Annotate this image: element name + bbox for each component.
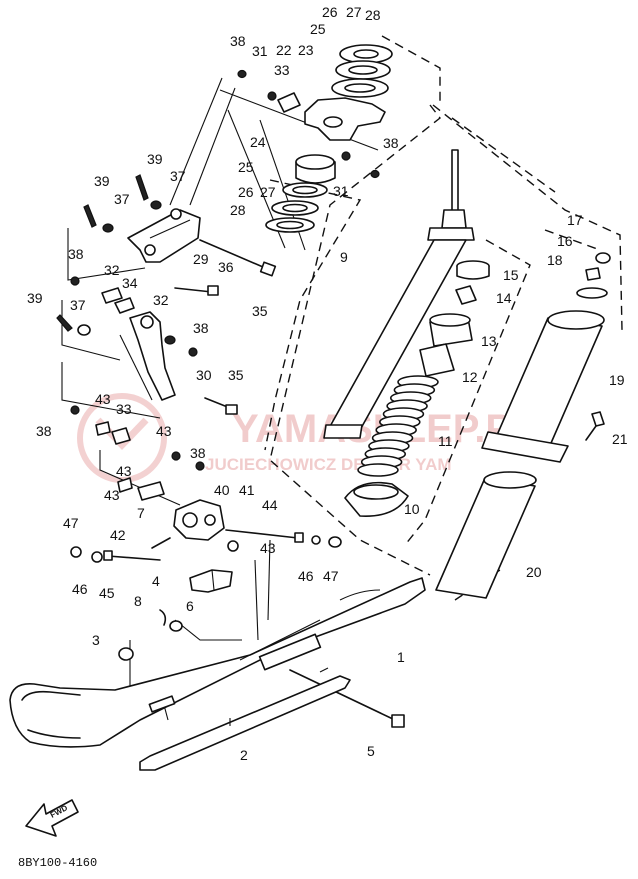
callout-43-bushing: 43 [260, 540, 276, 556]
callout-11-spring: 11 [438, 433, 453, 449]
callout-4-damper-pad: 4 [152, 573, 160, 589]
guide-lines [61, 35, 623, 721]
callout-43-bushing: 43 [104, 487, 120, 503]
callout-37-nut: 37 [70, 297, 86, 313]
callout-26-bearing: 26 [322, 4, 338, 20]
spring-coils [357, 375, 439, 477]
callout-31-bushing: 31 [333, 183, 349, 199]
callout-38-grease-nipple: 38 [36, 423, 52, 439]
callout-30-link-arm: 30 [196, 367, 212, 383]
callout-38-grease-nipple: 38 [383, 135, 399, 151]
lower-steering-stack [265, 154, 336, 233]
ski-hardware [118, 569, 233, 661]
callout-27-bearing: 27 [260, 184, 276, 200]
callout-24-bushing: 24 [250, 134, 266, 150]
callout-12-bump-stopper: 12 [462, 369, 478, 385]
callout-32-bushing: 32 [104, 262, 120, 278]
callout-19-outer-tube: 19 [609, 372, 625, 388]
callout-38-grease-nipple: 38 [190, 445, 206, 461]
callout-33-collar: 33 [116, 401, 132, 417]
callout-25-washer: 25 [310, 21, 326, 37]
callout-46-collar: 46 [298, 568, 314, 584]
callout-38-grease-nipple: 38 [230, 33, 246, 49]
callout-16-nut: 16 [557, 233, 573, 249]
callout-8-cotter-pin: 8 [134, 593, 142, 609]
left-hardware [70, 535, 342, 563]
callout-34-collar: 34 [122, 275, 138, 291]
callout-6-nut: 6 [186, 598, 194, 614]
callout-20-boot: 20 [526, 564, 542, 580]
callout-13-spring-seat-upper: 13 [481, 333, 497, 349]
callout-39-cotter-pin: 39 [147, 151, 163, 167]
callout-36-bolt: 36 [218, 259, 234, 275]
outer-tube-assembly [435, 252, 611, 599]
callout-43-bushing: 43 [156, 423, 172, 439]
runner [139, 667, 351, 771]
callout-47-nut: 47 [323, 568, 339, 584]
ski [9, 577, 426, 748]
callout-28-seal: 28 [365, 7, 381, 23]
callout-35-bolt: 35 [228, 367, 244, 383]
drawing-code: 8BY100-4160 [18, 856, 97, 870]
callout-14-nut: 14 [496, 290, 512, 306]
callout-39-cotter-pin: 39 [27, 290, 43, 306]
callout-41-spindle: 41 [239, 482, 255, 498]
callout-31-bushing: 31 [252, 43, 268, 59]
fwd-arrow-icon: FWD [25, 799, 79, 837]
callout-44-bolt: 44 [262, 497, 278, 513]
callout-10-spring-seat: 10 [404, 501, 420, 517]
callout-43-bushing: 43 [116, 463, 132, 479]
callout-2-runner: 2 [240, 747, 248, 763]
callout-46-collar: 46 [72, 581, 88, 597]
spring-coil [357, 463, 399, 477]
callout-42-bolt: 42 [110, 527, 126, 543]
callout-38-grease-nipple: 38 [68, 246, 84, 262]
callout-33-collar: 33 [274, 62, 290, 78]
callout-9-shock-absorber: 9 [340, 249, 348, 265]
shock-absorber [323, 149, 475, 439]
callout-5-bolt: 5 [367, 743, 375, 759]
callout-1-ski: 1 [397, 649, 405, 665]
callout-28-seal: 28 [230, 202, 246, 218]
callout-45-bolt: 45 [99, 585, 115, 601]
callout-32-bushing: 32 [153, 292, 169, 308]
callout-37-nut: 37 [114, 191, 130, 207]
callout-23-bracket: 23 [298, 42, 314, 58]
callout-38-grease-nipple: 38 [193, 320, 209, 336]
callout-22-bracket: 22 [276, 42, 292, 58]
callout-37-nut: 37 [170, 168, 186, 184]
callout-7-collar: 7 [137, 505, 145, 521]
callout-40-spindle: 40 [214, 482, 230, 498]
callout-35-bolt: 35 [252, 303, 268, 319]
callout-17-cap: 17 [567, 212, 583, 228]
callout-43-bushing: 43 [95, 391, 111, 407]
callout-29-steering-arm: 29 [193, 251, 209, 267]
spring-assembly [344, 260, 490, 517]
callout-21-screw: 21 [612, 431, 628, 447]
link-arm [56, 276, 238, 415]
callout-27-bearing: 27 [346, 4, 362, 20]
upper-steering-stack [237, 44, 393, 179]
callout-15-washer: 15 [503, 267, 519, 283]
callout-39-cotter-pin: 39 [94, 173, 110, 189]
callout-47-nut: 47 [63, 515, 79, 531]
watermark: YAMASKLEP.PL JUCIECHOWICZ DEALER YAM [77, 393, 537, 483]
callout-25-washer: 25 [238, 159, 254, 175]
watermark-sub: JUCIECHOWICZ DEALER YAM [205, 455, 452, 474]
lower-bushings [95, 421, 205, 501]
callout-18-washer: 18 [547, 252, 563, 268]
steering-arm [83, 174, 277, 296]
spindle [151, 499, 304, 552]
callout-3-nut: 3 [92, 632, 100, 648]
callout-26-bearing: 26 [238, 184, 254, 200]
